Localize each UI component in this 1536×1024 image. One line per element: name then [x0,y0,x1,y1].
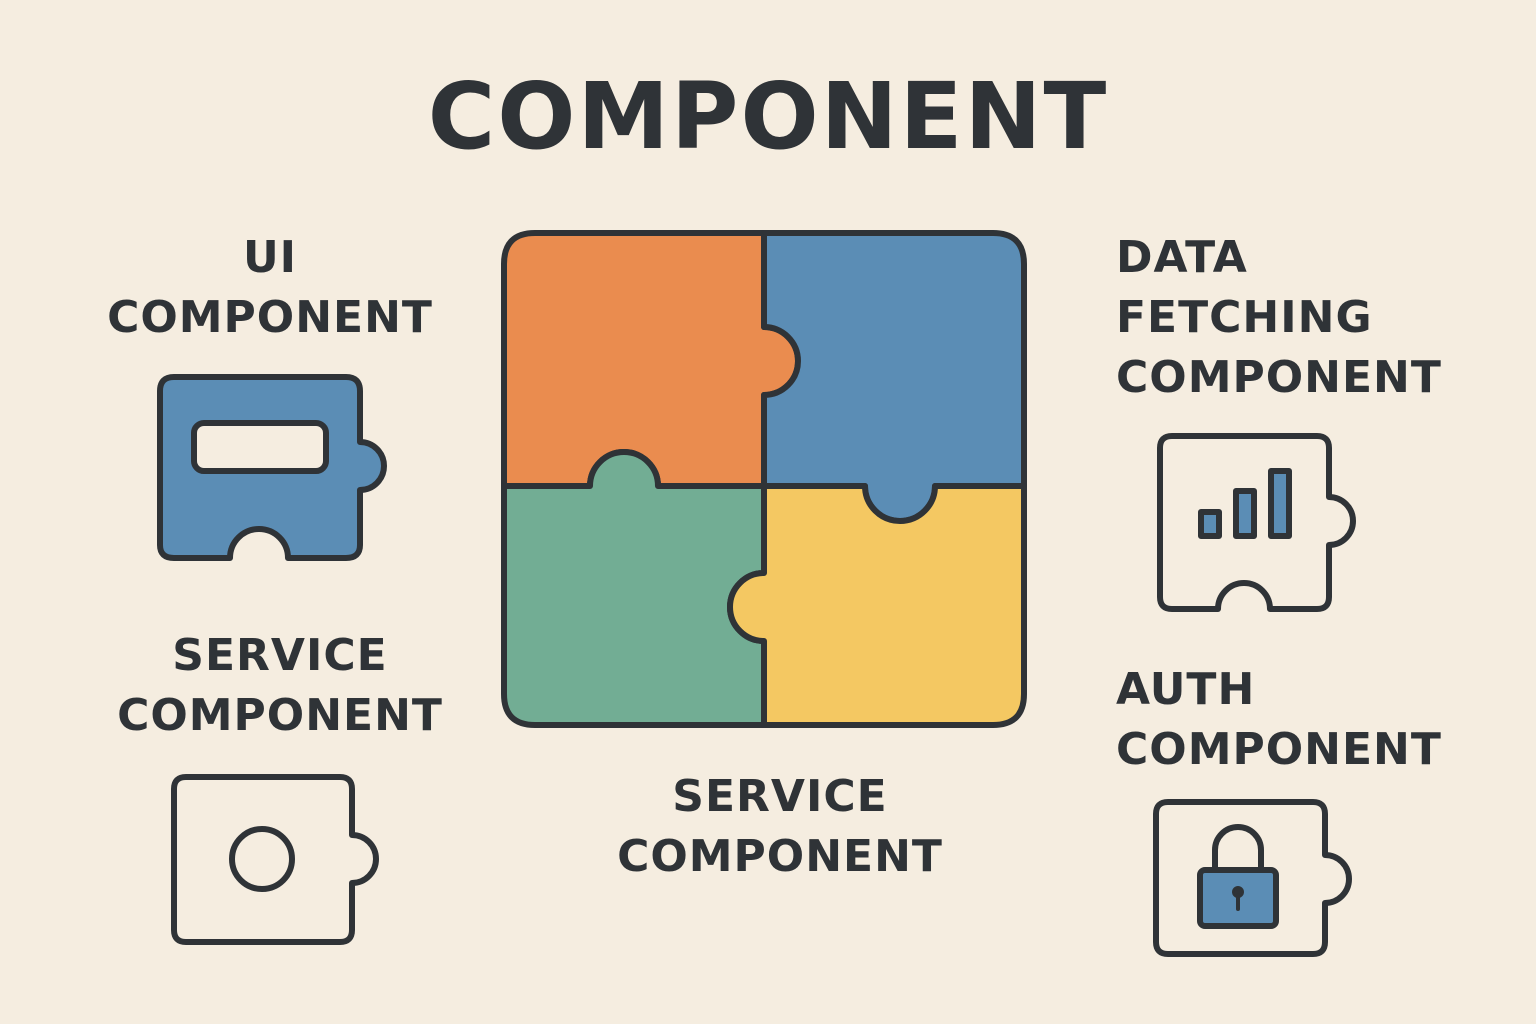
page-title: COMPONENT [427,63,1109,170]
ui-component-label: UI COMPONENT [70,228,470,348]
puzzle-piece-orange [501,230,801,489]
circle-icon [229,826,295,892]
puzzle-piece-blue [761,230,1027,524]
service-component-left-label-line-2: COMPONENT [117,690,443,741]
ui-component-label-line-1: UI [242,232,298,283]
service-component-bottom-label-line-1: SERVICE [672,771,888,822]
bar-chart-icon [1198,468,1292,539]
service-component-bottom-label: SERVICE COMPONENT [580,767,980,887]
data-fetching-component-label-line-2: FETCHING [1116,292,1373,343]
puzzle-piece-icon [171,774,379,945]
central-jigsaw-puzzle [501,230,1027,728]
lock-icon [1197,824,1279,929]
data-fetching-component-label: DATA FETCHING COMPONENT [1116,228,1516,408]
data-fetching-component-label-line-3: COMPONENT [1116,352,1442,403]
puzzle-piece-icon [1157,433,1356,612]
ui-component-label-line-2: COMPONENT [107,292,433,343]
data-fetching-component-label-line-1: DATA [1116,232,1248,283]
service-component-left-label-line-1: SERVICE [172,630,388,681]
ui-component-icon [157,374,387,561]
puzzle-piece-green [501,449,767,728]
puzzle-piece-yellow [727,483,1027,728]
bar-chart-bar-3 [1268,468,1292,539]
data-fetching-component-icon [1157,433,1356,612]
input-field-icon [191,420,329,474]
bar-chart-bar-1 [1198,509,1222,539]
auth-component-icon [1153,799,1352,957]
service-component-icon [171,774,379,945]
auth-component-label-line-2: COMPONENT [1116,724,1442,775]
puzzle-piece-icon [1153,799,1352,957]
bar-chart-bar-2 [1233,488,1257,539]
lock-shackle [1212,824,1264,873]
auth-component-label: AUTH COMPONENT [1116,660,1516,780]
service-component-left-label: SERVICE COMPONENT [80,626,480,746]
service-component-bottom-label-line-2: COMPONENT [617,831,943,882]
auth-component-label-line-1: AUTH [1116,664,1256,715]
